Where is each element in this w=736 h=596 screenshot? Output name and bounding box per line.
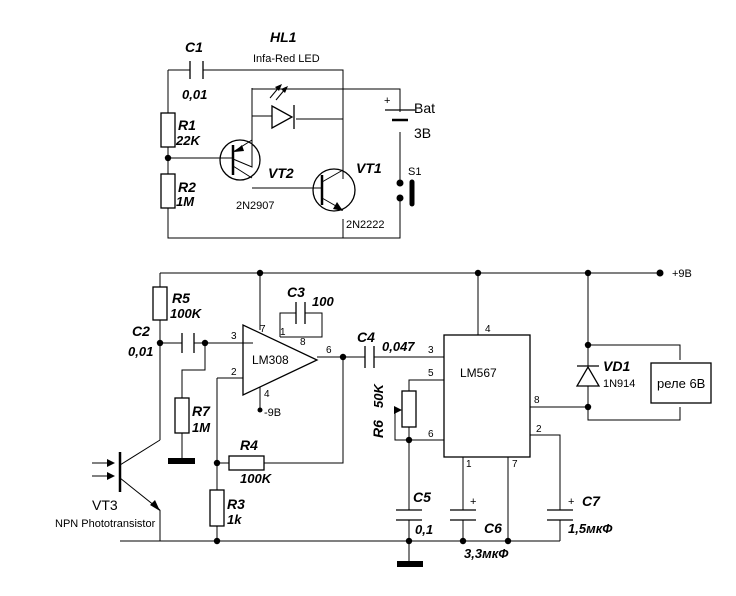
ir-transmitter-circuit: C1 0,01 R1 22K R2 1M HL1 Infa-Red LED: [160, 29, 435, 239]
op-pin-8: 8: [300, 337, 306, 348]
ic-pin-4: 4: [485, 324, 491, 335]
op-pin-6: 6: [326, 345, 332, 356]
c7-plus: +: [568, 496, 574, 508]
c2-label: C2: [132, 323, 150, 339]
ic-lm567: [443, 334, 531, 458]
hl1-desc: Infa-Red LED: [253, 53, 320, 65]
c3-label: C3: [287, 284, 305, 300]
r5-label: R5: [172, 290, 190, 306]
supply-label: +9B: [672, 268, 692, 280]
c4-label: C4: [357, 329, 375, 345]
relay-label: реле 6В: [657, 376, 705, 391]
transistor-vt1: [312, 168, 356, 212]
transistor-vt2: [219, 139, 261, 181]
vt2-label: VT2: [268, 165, 294, 181]
r2-value: 1M: [176, 194, 195, 209]
ic-pin-3: 3: [428, 345, 434, 356]
resistor-r4: [228, 455, 265, 471]
ir-receiver-circuit: +9B R5 100K C2 0,01 R7 1M: [55, 268, 712, 567]
r7-value: 1M: [192, 420, 211, 435]
r6-label: R6: [370, 420, 386, 438]
vt3-desc: NPN Phototransistor: [55, 518, 156, 530]
battery-bat: [385, 109, 415, 122]
c7-value: 1,5мкФ: [568, 521, 613, 536]
c5-value: 0,1: [415, 522, 433, 537]
r1-label: R1: [178, 117, 196, 133]
op-pin-4: 4: [264, 389, 270, 400]
c6-value: 3,3мкФ: [464, 546, 509, 561]
opamp-lm308: [242, 323, 319, 397]
vd1-label: VD1: [603, 358, 630, 374]
c2-value: 0,01: [128, 344, 153, 359]
neg-supply-label: -9B: [264, 407, 281, 419]
c7-label: C7: [582, 493, 601, 509]
bat-plus: +: [384, 95, 390, 107]
ic-pin-1: 1: [466, 459, 472, 470]
r1-value: 22K: [175, 133, 201, 148]
ground-symbol: [397, 561, 423, 567]
c1-label: C1: [185, 39, 203, 55]
phototransistor-vt3: [92, 439, 161, 511]
op-pin-1: 1: [280, 327, 286, 338]
c5-label: C5: [413, 489, 431, 505]
resistor-r3: [209, 489, 225, 527]
ic-pin-7: 7: [512, 459, 518, 470]
resistor-r5: [152, 286, 168, 321]
resistor-r2: [160, 173, 176, 209]
r3-value: 1k: [227, 512, 242, 527]
op-pin-7: 7: [260, 324, 266, 335]
bat-label: Bat: [414, 100, 435, 116]
r2-label: R2: [178, 179, 196, 195]
r5-value: 100K: [170, 306, 203, 321]
op-pin-3: 3: [231, 331, 237, 342]
vd1-part: 1N914: [603, 378, 635, 390]
ic-pin-6: 6: [428, 429, 434, 440]
r7-label: R7: [192, 403, 211, 419]
r4-label: R4: [240, 437, 258, 453]
c1-value: 0,01: [182, 87, 207, 102]
c6-label: C6: [484, 520, 502, 536]
r3-label: R3: [227, 496, 245, 512]
ic-pin-2: 2: [536, 424, 542, 435]
r6-value: 50K: [371, 383, 386, 408]
ir-led-hl1: [269, 84, 295, 130]
ic-pin-8: 8: [534, 395, 540, 406]
hl1-label: HL1: [270, 29, 297, 45]
ground-symbol-r7: [168, 458, 195, 464]
op-pin-2: 2: [231, 367, 237, 378]
s1-label: S1: [408, 166, 421, 178]
lm308-text: LM308: [252, 353, 289, 367]
junction-node: [164, 154, 172, 162]
c3-value: 100: [312, 294, 334, 309]
potentiometer-r6: [401, 390, 417, 428]
r4-value: 100K: [240, 471, 273, 486]
vt3-label: VT3: [92, 497, 118, 513]
vt2-part: 2N2907: [236, 200, 275, 212]
bat-value: 3B: [414, 125, 431, 141]
switch-s1: [396, 179, 415, 207]
ic-pin-5: 5: [428, 368, 434, 379]
capacitor-c1: [189, 61, 204, 79]
vt1-part: 2N2222: [346, 219, 385, 231]
c6-plus: +: [470, 496, 476, 508]
c4-value: 0,047: [382, 339, 415, 354]
resistor-r7: [174, 397, 190, 434]
diode-vd1: [575, 365, 601, 387]
lm567-label: LM567: [460, 366, 497, 380]
relay-box: [650, 362, 712, 404]
vt1-label: VT1: [356, 160, 382, 176]
resistor-r1: [160, 112, 176, 148]
